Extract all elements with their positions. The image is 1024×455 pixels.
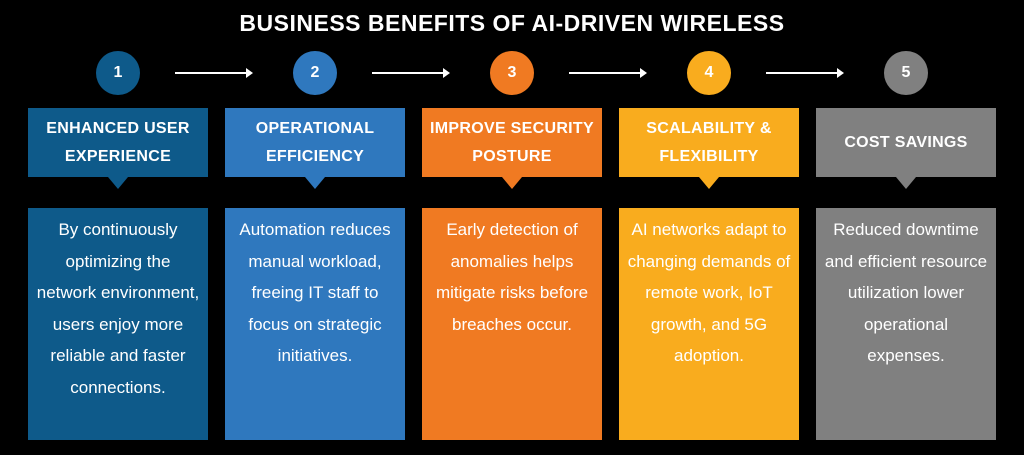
- arrow-right-icon: [175, 68, 253, 78]
- step-heading: COST SAVINGS: [816, 108, 996, 177]
- step-number-badge: 4: [687, 51, 731, 95]
- step-column-5: 5 COST SAVINGS Reduced downtime and effi…: [816, 0, 996, 455]
- step-number-badge: 1: [96, 51, 140, 95]
- step-number-badge: 3: [490, 51, 534, 95]
- step-heading: OPERATIONAL EFFICIENCY: [225, 108, 405, 177]
- heading-pointer: [305, 177, 325, 189]
- step-number-badge: 2: [293, 51, 337, 95]
- arrow-right-icon: [372, 68, 450, 78]
- heading-pointer: [896, 177, 916, 189]
- step-heading: SCALABILITY & FLEXIBILITY: [619, 108, 799, 177]
- step-column-2: 2 OPERATIONAL EFFICIENCY Automation redu…: [225, 0, 405, 455]
- step-heading: IMPROVE SECURITY POSTURE: [422, 108, 602, 177]
- step-column-4: 4 SCALABILITY & FLEXIBILITY AI networks …: [619, 0, 799, 455]
- arrow-right-icon: [766, 68, 844, 78]
- heading-pointer: [502, 177, 522, 189]
- step-column-3: 3 IMPROVE SECURITY POSTURE Early detecti…: [422, 0, 602, 455]
- heading-pointer: [108, 177, 128, 189]
- step-description: Automation reduces manual workload, free…: [225, 208, 405, 440]
- step-number-badge: 5: [884, 51, 928, 95]
- heading-pointer: [699, 177, 719, 189]
- step-description: AI networks adapt to changing demands of…: [619, 208, 799, 440]
- step-description: Reduced downtime and efficient resource …: [816, 208, 996, 440]
- step-description: Early detection of anomalies helps mitig…: [422, 208, 602, 440]
- step-description: By continuously optimizing the network e…: [28, 208, 208, 440]
- arrow-right-icon: [569, 68, 647, 78]
- diagram-title: BUSINESS BENEFITS OF AI-DRIVEN WIRELESS: [239, 10, 785, 36]
- step-heading: ENHANCED USER EXPERIENCE: [28, 108, 208, 177]
- step-column-1: 1 ENHANCED USER EXPERIENCE By continuous…: [28, 0, 208, 455]
